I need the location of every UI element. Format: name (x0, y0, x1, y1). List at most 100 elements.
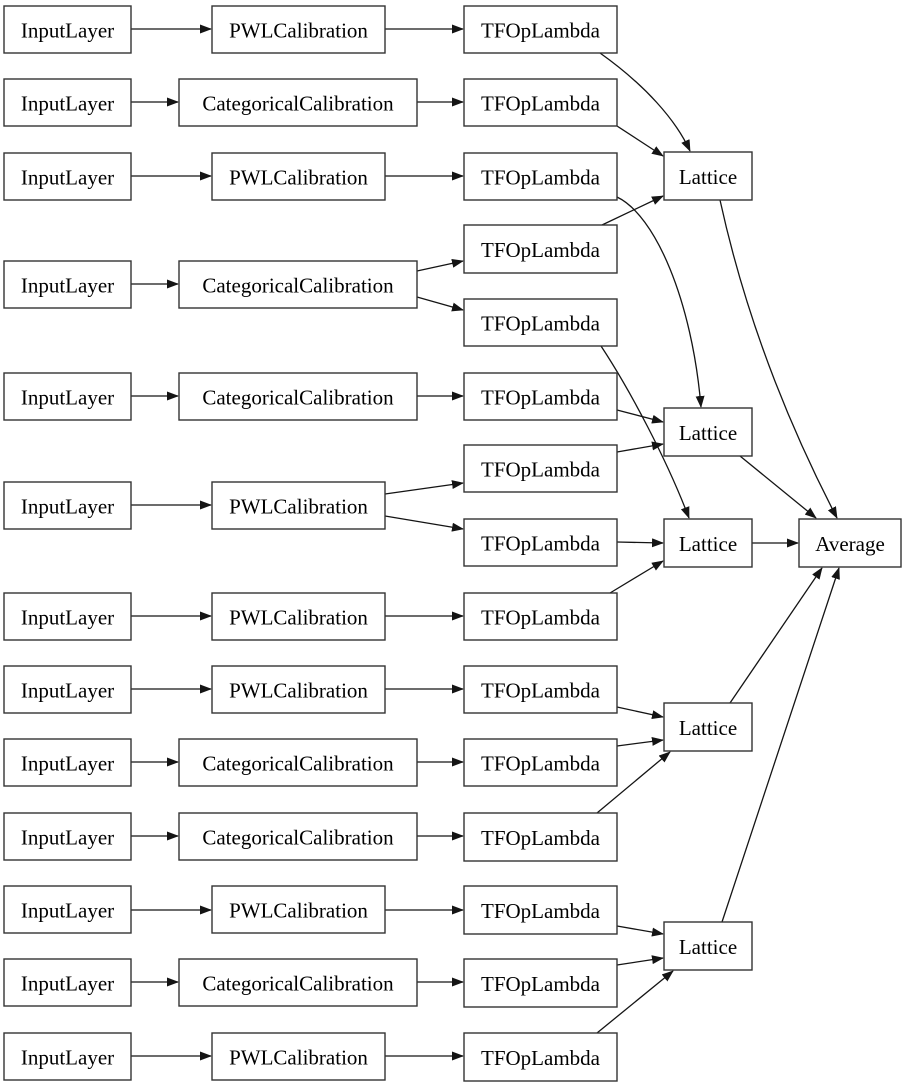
node-in3: InputLayer (3, 152, 132, 201)
node-box-lam11 (463, 738, 618, 787)
node-lam12: TFOpLambda (463, 812, 618, 862)
node-box-lat4 (663, 702, 753, 752)
edge-cal4-lam5 (416, 296, 464, 312)
node-label-in7: InputLayer (21, 606, 114, 630)
node-box-lam13 (463, 885, 618, 935)
node-lam2: TFOpLambda (463, 78, 618, 127)
edge-lam11-lat4 (616, 736, 664, 747)
node-label-cal8: PWLCalibration (229, 679, 368, 703)
node-lat3: Lattice (663, 518, 753, 568)
node-box-cal3 (211, 152, 386, 201)
edge-lam8-lat3 (616, 538, 664, 548)
edge-cal6-lam8 (384, 515, 464, 532)
node-lam9: TFOpLambda (463, 592, 618, 641)
node-label-in11: InputLayer (21, 899, 114, 923)
node-label-lam1: TFOpLambda (481, 19, 601, 43)
node-box-cal13 (211, 1032, 386, 1081)
node-cal6: PWLCalibration (211, 481, 386, 530)
edge-lat5-avg (721, 567, 840, 923)
node-label-lam10: TFOpLambda (481, 679, 601, 703)
node-lam8: TFOpLambda (463, 518, 618, 567)
node-lat4: Lattice (663, 702, 753, 752)
node-lam11: TFOpLambda (463, 738, 618, 787)
node-in1: InputLayer (3, 5, 132, 54)
node-box-lat3 (663, 518, 753, 568)
node-box-cal5 (178, 372, 418, 421)
node-label-lam11: TFOpLambda (481, 752, 601, 776)
node-label-in5: InputLayer (21, 386, 114, 410)
node-lam7: TFOpLambda (463, 444, 618, 493)
node-label-lam14: TFOpLambda (481, 972, 601, 996)
node-box-cal1 (211, 5, 386, 54)
node-cal13: PWLCalibration (211, 1032, 386, 1081)
node-label-lam4: TFOpLambda (481, 238, 601, 262)
edge-lam2-lat1 (616, 125, 664, 157)
edge-lam12-lat4 (596, 751, 671, 814)
node-label-avg: Average (815, 532, 885, 556)
node-in6: InputLayer (3, 481, 132, 530)
node-label-cal5: CategoricalCalibration (202, 386, 394, 410)
node-lam15: TFOpLambda (463, 1032, 618, 1082)
node-box-lam4 (463, 224, 618, 274)
node-cal3: PWLCalibration (211, 152, 386, 201)
node-label-cal2: CategoricalCalibration (202, 92, 394, 116)
node-box-cal11 (211, 885, 386, 934)
node-in7: InputLayer (3, 592, 132, 641)
node-label-lam2: TFOpLambda (481, 92, 601, 116)
node-box-lat2 (663, 407, 753, 457)
node-box-lam14 (463, 958, 618, 1008)
node-lam5: TFOpLambda (463, 298, 618, 347)
edge-lam3-lat2 (616, 196, 705, 408)
node-box-lam1 (463, 5, 618, 54)
node-lat1: Lattice (663, 151, 753, 201)
node-label-lam6: TFOpLambda (481, 386, 601, 410)
node-label-in4: InputLayer (21, 274, 114, 298)
node-label-in12: InputLayer (21, 972, 114, 996)
node-label-lat1: Lattice (679, 165, 737, 189)
node-label-lam13: TFOpLambda (481, 899, 601, 923)
node-box-cal12 (178, 958, 418, 1007)
edge-lat1-avg (719, 199, 838, 519)
node-box-in7 (3, 592, 132, 641)
edge-lat2-avg (739, 455, 817, 519)
node-box-lat1 (663, 151, 753, 201)
node-lam3: TFOpLambda (463, 152, 618, 201)
node-in2: InputLayer (3, 78, 132, 127)
node-lam6: TFOpLambda (463, 372, 618, 421)
node-box-in8 (3, 665, 132, 714)
node-label-lam8: TFOpLambda (481, 532, 601, 556)
node-lam13: TFOpLambda (463, 885, 618, 935)
node-in5: InputLayer (3, 372, 132, 421)
node-box-lam3 (463, 152, 618, 201)
node-box-lam10 (463, 665, 618, 714)
node-in4: InputLayer (3, 260, 132, 309)
node-cal1: PWLCalibration (211, 5, 386, 54)
node-label-in6: InputLayer (21, 495, 114, 519)
edge-lam1-lat1 (599, 52, 691, 152)
node-lam1: TFOpLambda (463, 5, 618, 54)
node-cal8: PWLCalibration (211, 665, 386, 714)
node-box-cal7 (211, 592, 386, 641)
node-in9: InputLayer (3, 738, 132, 787)
node-box-cal9 (178, 738, 418, 787)
node-label-lat3: Lattice (679, 532, 737, 556)
node-cal11: PWLCalibration (211, 885, 386, 934)
edges-layer (131, 24, 840, 1061)
node-label-cal13: PWLCalibration (229, 1046, 368, 1070)
node-box-lam5 (463, 298, 618, 347)
node-in11: InputLayer (3, 885, 132, 934)
node-in8: InputLayer (3, 665, 132, 714)
node-box-lam9 (463, 592, 618, 641)
node-cal10: CategoricalCalibration (178, 812, 418, 861)
edge-lam7-lat2 (616, 441, 664, 453)
node-label-lat4: Lattice (679, 716, 737, 740)
edge-lam15-lat5 (596, 970, 674, 1034)
node-box-in5 (3, 372, 132, 421)
node-in10: InputLayer (3, 812, 132, 861)
node-label-in9: InputLayer (21, 752, 114, 776)
node-label-lam15: TFOpLambda (481, 1046, 601, 1070)
node-box-lam8 (463, 518, 618, 567)
node-label-lat5: Lattice (679, 935, 737, 959)
node-box-in2 (3, 78, 132, 127)
